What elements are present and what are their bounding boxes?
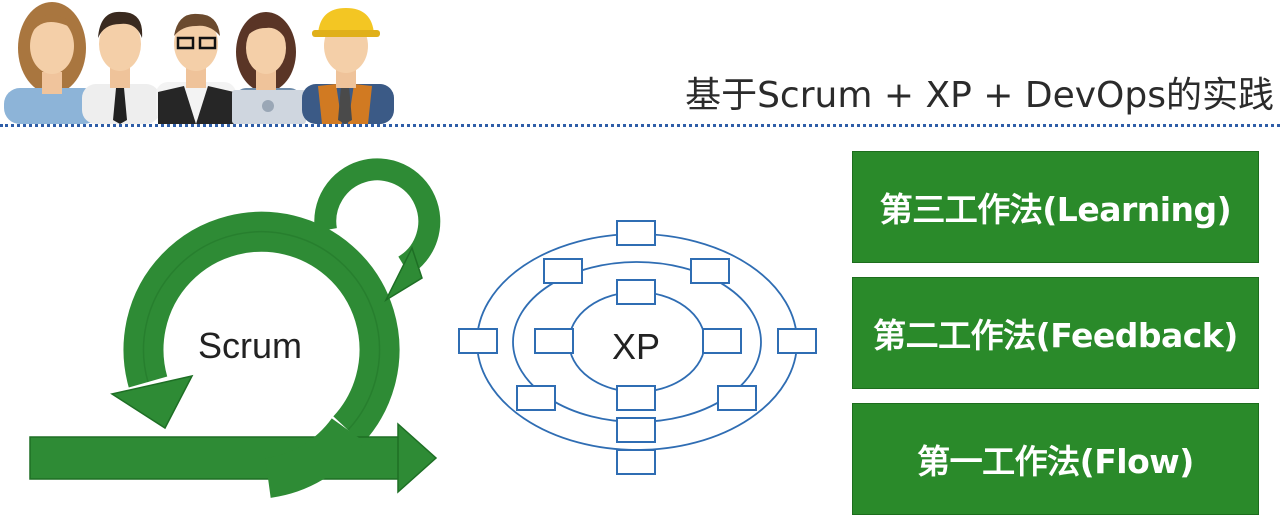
sprint-loop-arrowhead [384, 246, 423, 303]
scrum-loop-arrowhead [110, 374, 194, 430]
xp-practice-node [543, 258, 583, 284]
team-people-illustration [4, 2, 394, 124]
xp-practice-node [616, 385, 656, 411]
xp-practice-node [616, 279, 656, 305]
third-way-learning-box: 第三工作法(Learning) [852, 151, 1259, 263]
xp-practice-node [616, 417, 656, 443]
second-way-feedback-box: 第二工作法(Feedback) [852, 277, 1259, 389]
sprint-loop [314, 158, 441, 276]
scrum-loop-ring [123, 211, 400, 444]
xp-practice-node [702, 328, 742, 354]
xp-label: XP [612, 326, 661, 367]
person-woman-1 [4, 2, 100, 124]
xp-practice-node [690, 258, 730, 284]
xp-practices-diagram [458, 220, 817, 475]
xp-practice-node [777, 328, 817, 354]
xp-practice-node [616, 220, 656, 246]
scrum-cycle-diagram [29, 158, 441, 498]
dotted-divider [0, 124, 1280, 127]
person-woman-laptop [232, 12, 306, 124]
scrum-label: Scrum [198, 325, 303, 366]
first-way-flow-box: 第一工作法(Flow) [852, 403, 1259, 515]
person-man-glasses [156, 13, 236, 124]
xp-practice-node [717, 385, 757, 411]
xp-practice-node [534, 328, 574, 354]
xp-practice-node [616, 449, 656, 475]
flow-arrow-head [397, 422, 438, 494]
slide-title: 基于Scrum + XP + DevOps的实践 [685, 75, 1274, 116]
xp-practice-node [516, 385, 556, 411]
person-worker-hardhat [302, 8, 394, 124]
person-man-1 [82, 11, 160, 124]
xp-practice-node [458, 328, 498, 354]
